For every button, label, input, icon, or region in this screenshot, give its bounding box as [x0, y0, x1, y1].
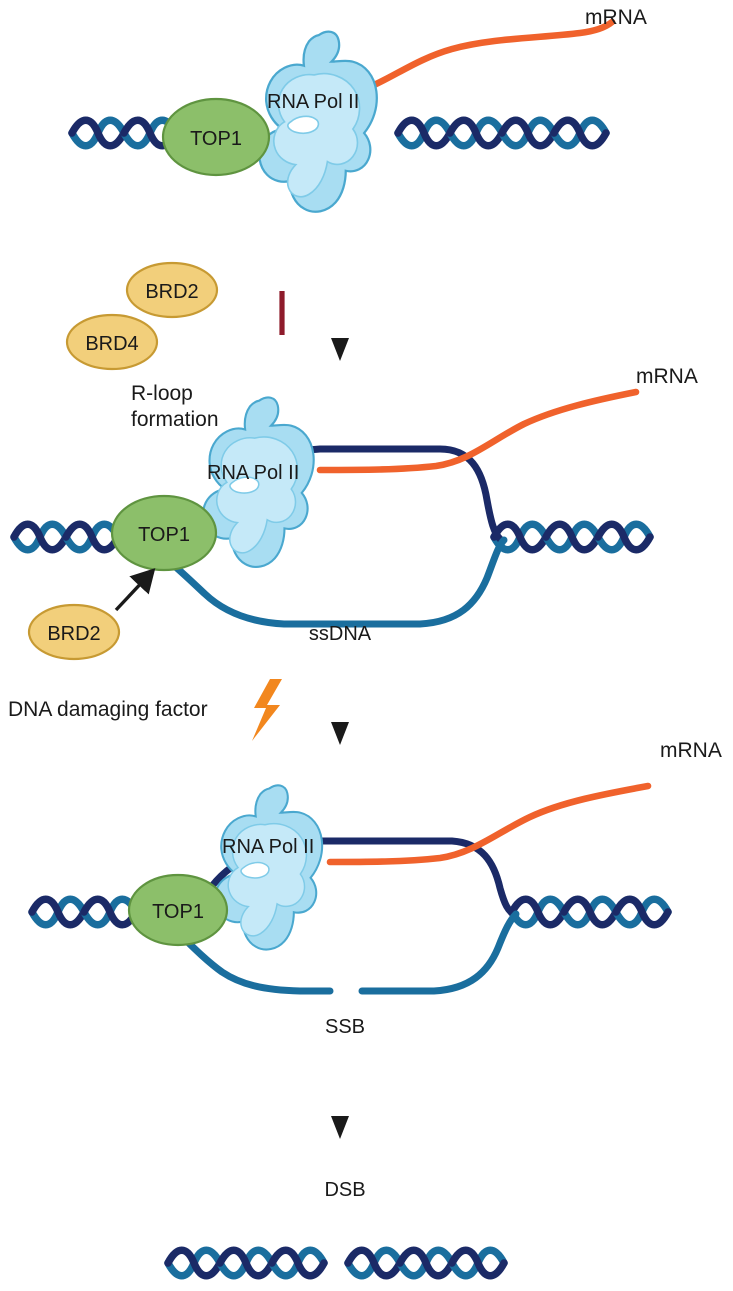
top1-label: TOP1 — [152, 901, 204, 923]
brd2-protein-icon: BRD2 — [125, 261, 219, 319]
rna-polymerase-blob-icon — [214, 784, 324, 951]
ssdna-strand-teal — [146, 536, 508, 628]
regulator-group-inhibition: BRD2 BRD4 — [65, 261, 285, 371]
lightning-bolt-icon — [252, 679, 282, 741]
dna-double-helix-icon — [32, 899, 668, 925]
top1-protein-icon: TOP1 — [127, 873, 229, 947]
rna-pol-ii-label: RNA Pol II — [222, 836, 314, 858]
dna-damaging-factor-label: DNA damaging factor — [8, 698, 208, 721]
inhibition-bar-icon — [208, 291, 285, 335]
panel-transcription: TOP1 RNA Pol II mRNA — [72, 6, 647, 213]
mrna-strand-icon — [316, 388, 640, 474]
mrna-strand-icon — [326, 782, 652, 866]
brd2-activator-label: BRD2 — [47, 623, 100, 645]
brd4-protein-icon: BRD4 — [65, 313, 159, 371]
panel-ssb: TOP1 RNA Pol II mRNA SSB — [32, 739, 722, 1038]
top1-label: TOP1 — [138, 524, 190, 546]
top1-protein-icon: TOP1 — [110, 494, 218, 572]
mrna-label-panel1: mRNA — [585, 6, 647, 29]
rna-pol-ii-label: RNA Pol II — [267, 91, 359, 113]
brd2-label-top: BRD2 — [145, 281, 198, 303]
dna-double-helix-icon-left-fragment — [168, 1250, 324, 1276]
ssdna-strand-teal-right — [358, 910, 520, 995]
arrow-transcription-to-rloop — [331, 250, 349, 361]
top1-label: TOP1 — [190, 128, 242, 150]
arrow-ssb-to-dsb — [331, 1058, 349, 1139]
r-loop-label-line2: formation — [131, 408, 219, 431]
top1-protein-icon: TOP1 — [161, 97, 271, 177]
panel-rloop: TOP1 R-loop formation RNA Pol II mRNA ss… — [14, 365, 698, 661]
ssb-label: SSB — [325, 1016, 365, 1038]
ssdna-label: ssDNA — [309, 623, 372, 645]
mrna-label-panel3: mRNA — [660, 739, 722, 762]
dna-double-helix-icon — [14, 524, 650, 550]
arrow-rloop-to-ssb — [331, 664, 349, 745]
rna-pol-ii-label: RNA Pol II — [207, 462, 299, 484]
dna-double-helix-icon-right-fragment — [348, 1250, 504, 1276]
dna-damaging-factor-group: DNA damaging factor — [8, 679, 282, 741]
r-loop-label-line1: R-loop — [131, 382, 193, 405]
rna-polymerase-blob-icon — [258, 30, 378, 213]
mrna-strand-icon — [368, 18, 616, 90]
brd4-label: BRD4 — [85, 333, 138, 355]
panel-dsb: DSB — [168, 1179, 504, 1276]
activation-arrow — [114, 568, 156, 612]
mrna-label-panel2: mRNA — [636, 365, 698, 388]
dsb-label: DSB — [324, 1179, 365, 1201]
brd2-activator-icon: BRD2 — [27, 603, 121, 661]
